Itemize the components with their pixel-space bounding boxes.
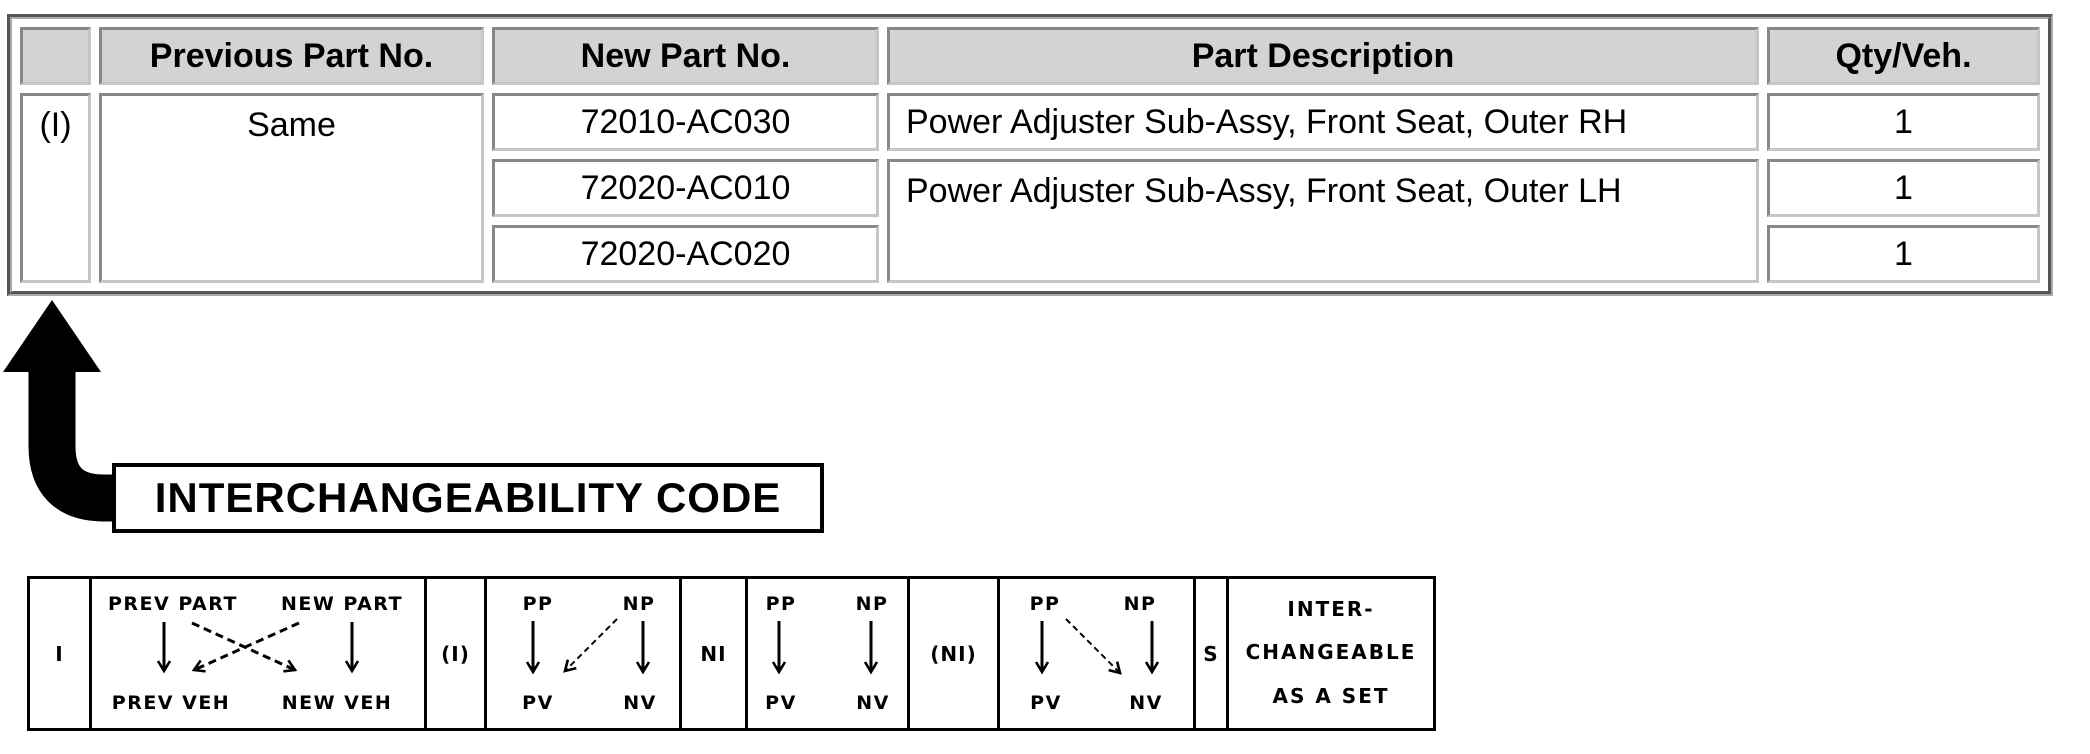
interchange-cross-diagram-icon: PREV PART NEW PART PREV VEH NEW VEH <box>108 593 403 714</box>
legend-set-line: AS A SET <box>1272 684 1390 709</box>
part-description-cell: Power Adjuster Sub-Assy, Front Seat, Out… <box>887 93 1759 151</box>
svg-text:NV: NV <box>856 692 890 714</box>
header-previous-part-no: Previous Part No. <box>99 27 484 85</box>
svg-text:PV: PV <box>765 692 797 714</box>
qty-cell: 1 <box>1767 225 2040 283</box>
interchangeability-code-legend: I PREV PART NEW PART PREV VEH NEW VEH (I… <box>27 576 1436 731</box>
table-row: 72020-AC010 Power Adjuster Sub-Assy, Fro… <box>20 159 2040 283</box>
table-row: (I) Same 72010-AC030 Power Adjuster Sub-… <box>20 93 2040 283</box>
svg-text:PV: PV <box>1030 692 1062 714</box>
legend-code-label: (I) <box>441 641 470 666</box>
legend-code-ni-paren: (NI) <box>907 576 1000 731</box>
svg-text:PREV PART: PREV PART <box>108 593 238 615</box>
header-qty-veh: Qty/Veh. <box>1767 27 2040 85</box>
curved-up-arrow-icon <box>3 300 121 522</box>
legend-code-label: (NI) <box>930 641 977 666</box>
svg-text:PP: PP <box>523 593 554 615</box>
legend-code-label: S <box>1203 641 1219 666</box>
callout-label: INTERCHANGEABILITY CODE <box>154 474 782 521</box>
new-part-cell: 72010-AC030 <box>492 93 879 151</box>
svg-text:NV: NV <box>623 692 657 714</box>
svg-text:PP: PP <box>1030 593 1061 615</box>
header-new-part-no: New Part No. <box>492 27 879 85</box>
parts-table: Previous Part No. New Part No. Part Desc… <box>7 14 2053 296</box>
previous-part-cell: Same <box>99 93 484 283</box>
legend-code-label: I <box>55 641 64 666</box>
new-part-cell: 72020-AC010 <box>492 159 879 217</box>
svg-text:NP: NP <box>623 593 656 615</box>
legend-set-line: INTER- <box>1287 596 1375 621</box>
svg-text:PP: PP <box>766 593 797 615</box>
svg-text:NEW PART: NEW PART <box>281 593 403 615</box>
qty-cell: 1 <box>1767 159 2040 217</box>
svg-text:PV: PV <box>522 692 554 714</box>
svg-text:NV: NV <box>1129 692 1163 714</box>
svg-text:NP: NP <box>856 593 889 615</box>
header-part-description: Part Description <box>887 27 1759 85</box>
new-part-to-prev-veh-diagram-icon: PP NP PV NV <box>522 593 657 714</box>
legend-diagram-not-interchangeable: PP NP PV NV <box>745 576 910 731</box>
parallel-arrows-diagram-icon: PP NP PV NV <box>765 593 890 714</box>
legend-diagram-new-fits-prev: PP NP PV NV <box>484 576 682 731</box>
table-row: 72020-AC020 1 <box>20 225 2040 283</box>
legend-code-ni: NI <box>679 576 748 731</box>
svg-text:PREV VEH: PREV VEH <box>112 692 230 714</box>
legend-diagram-interchangeable: PREV PART NEW PART PREV VEH NEW VEH <box>89 576 427 731</box>
part-description-cell: Power Adjuster Sub-Assy, Front Seat, Out… <box>887 159 1759 283</box>
interchangeability-code-cell: (I) <box>20 93 91 283</box>
new-part-cell: 72020-AC020 <box>492 225 879 283</box>
legend-set-line: CHANGEABLE <box>1245 640 1417 665</box>
svg-text:NP: NP <box>1124 593 1157 615</box>
qty-cell: 1 <box>1767 93 2040 151</box>
legend-diagram-prev-fits-new: PP NP PV NV <box>997 576 1196 731</box>
prev-part-to-new-veh-diagram-icon: PP NP PV NV <box>1030 593 1163 714</box>
interchangeability-code-callout: INTERCHANGEABILITY CODE <box>112 463 824 533</box>
legend-code-i: I <box>27 576 92 731</box>
parts-table-header-row: Previous Part No. New Part No. Part Desc… <box>20 27 2040 85</box>
legend-code-i-paren: (I) <box>424 576 487 731</box>
svg-text:NEW VEH: NEW VEH <box>282 692 393 714</box>
header-code-blank <box>20 27 91 85</box>
legend-code-label: NI <box>700 641 727 666</box>
legend-set-description: INTER- CHANGEABLE AS A SET <box>1226 576 1436 731</box>
legend-code-s: S <box>1193 576 1229 731</box>
